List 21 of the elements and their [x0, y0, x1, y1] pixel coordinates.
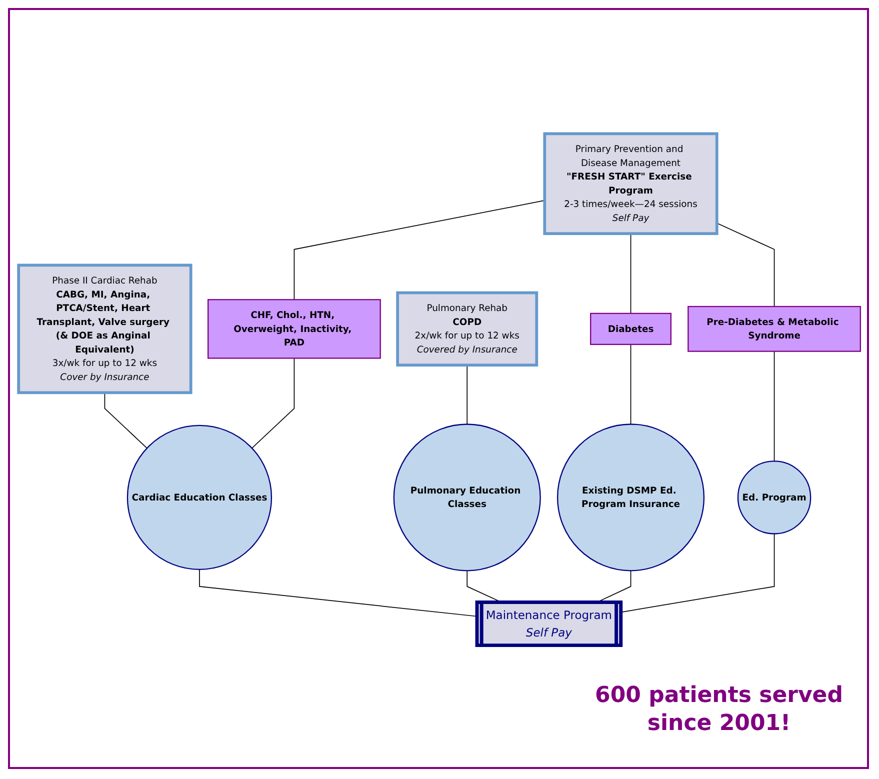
node-circle: Pulmonary Education Classes	[393, 424, 541, 572]
connector	[252, 358, 295, 449]
node-box: Phase II Cardiac Rehab CABG, MI, Angina, PTCA/Stent, Heart Transplant, Valve surgery (& DOE as Anginal Equivalent) 3x/wk for up to 12 wks Cover by Insurance	[17, 264, 192, 394]
connector	[294, 200, 546, 300]
connector	[199, 569, 478, 617]
node-box: Diabetes	[590, 312, 672, 345]
node-box: CHF, Chol., HTN, Overweight, Inactivity, PAD	[208, 299, 381, 359]
connector	[630, 344, 632, 425]
connector	[104, 392, 148, 449]
node-box: Pulmonary Rehab COPD 2x/wk for up to 12 wks Covered by Insurance	[396, 291, 538, 367]
node-box: Primary Prevention and Disease Management "FRESH START" Exercise Program 2-3 times/week—24 sessions Self Pay	[543, 132, 718, 236]
node-circle: Ed. Program	[737, 460, 812, 534]
node-box: Pre-Diabetes & Metabolic Syndrome	[688, 306, 861, 352]
node-circle: Cardiac Education Classes	[126, 424, 272, 570]
connector	[774, 350, 775, 462]
connector	[716, 222, 775, 307]
connector	[630, 233, 632, 314]
node-circle: Existing DSMP Ed. Program Insurance	[556, 424, 705, 572]
connector	[620, 533, 775, 613]
connector	[466, 364, 468, 425]
note-text: 600 patients served since 2001!	[594, 682, 844, 738]
